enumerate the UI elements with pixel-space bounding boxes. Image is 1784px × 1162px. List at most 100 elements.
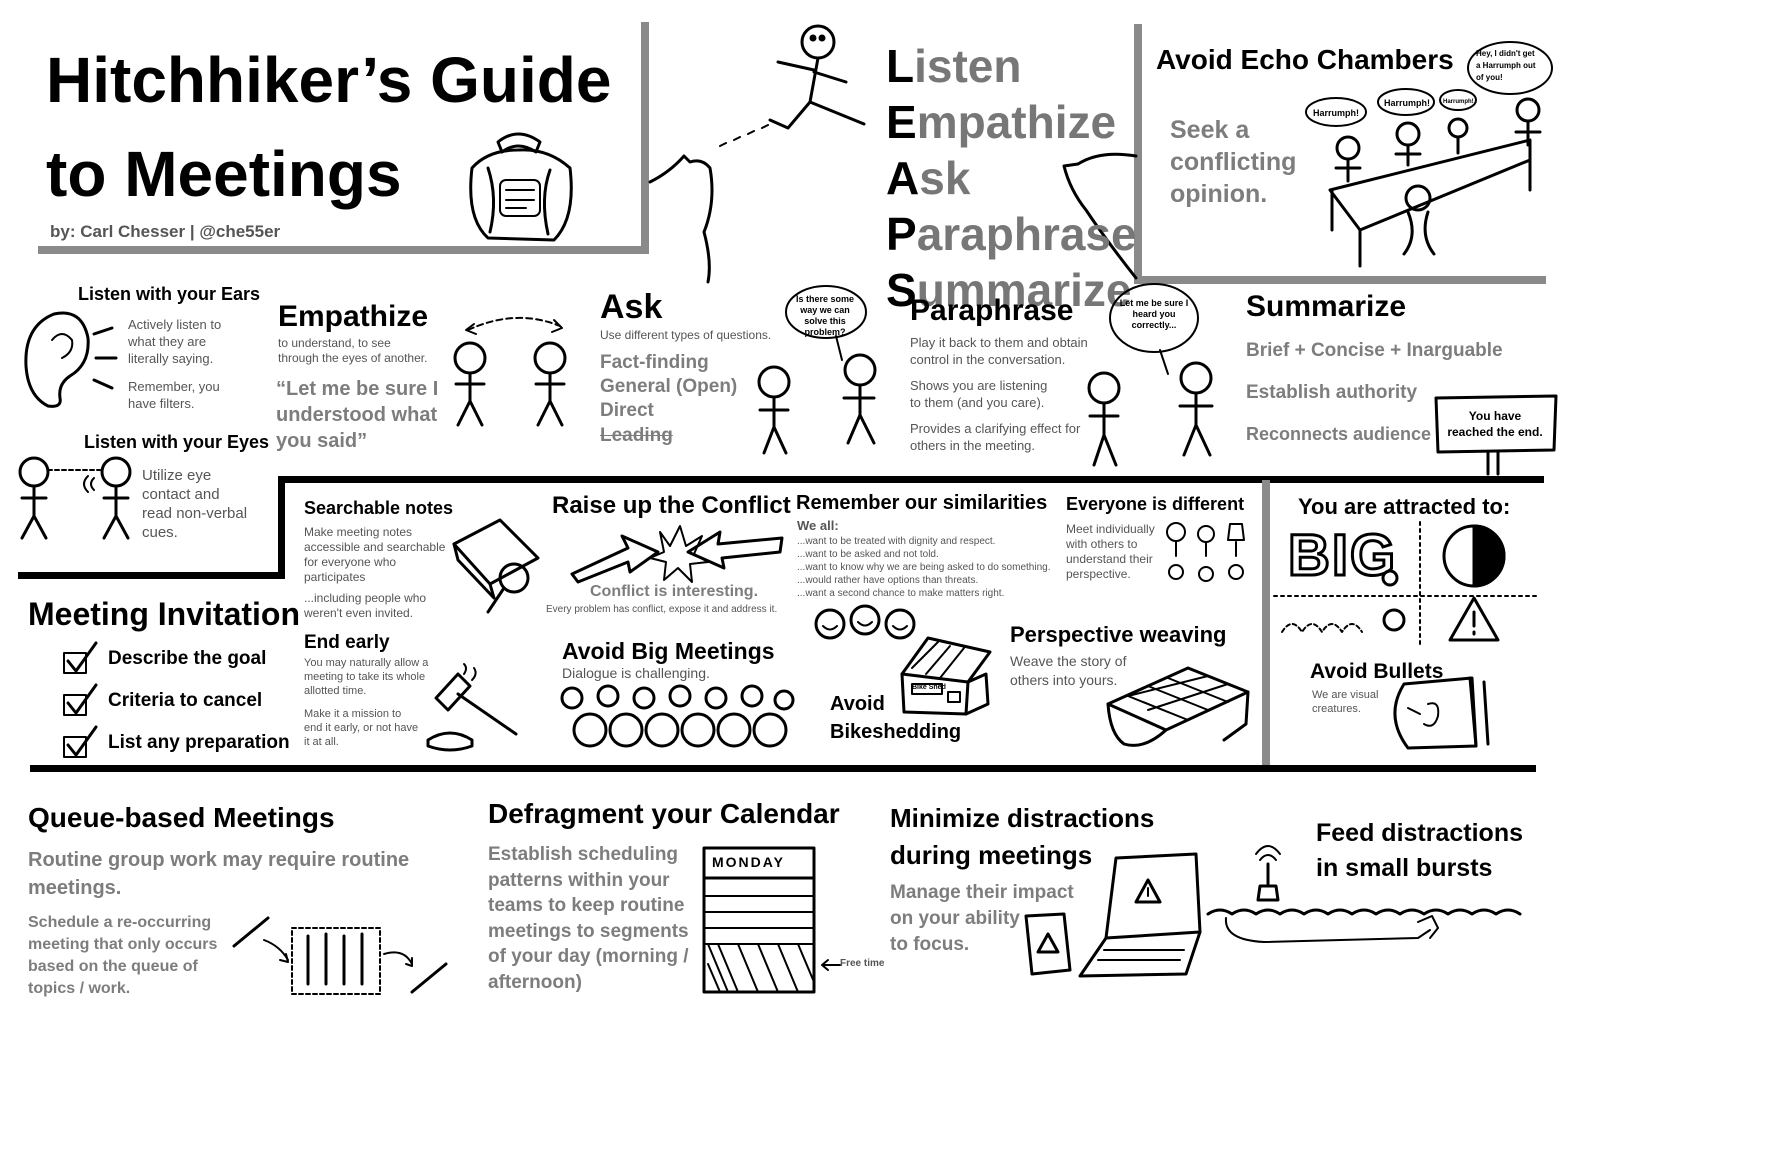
ask-title: Ask bbox=[600, 288, 663, 326]
jumping-stick-figure-icon bbox=[648, 24, 866, 284]
listen-eyes-text: Utilize eye contact and read non-verbal … bbox=[142, 467, 248, 541]
leaps-paraphrase: Paraphrase bbox=[886, 208, 1137, 260]
crowded-meeting-icon bbox=[560, 684, 795, 748]
ask-subtitle: Use different types of questions. bbox=[600, 328, 772, 342]
similarities-item-2: ...want to be asked and not told. bbox=[797, 549, 939, 560]
svg-text:of you!: of you! bbox=[1476, 73, 1503, 82]
empathize-title: Empathize bbox=[278, 300, 429, 333]
middle-step-vertical bbox=[278, 476, 285, 579]
big-lettering: BIG bbox=[1286, 522, 1398, 590]
ask-bubble-text: Is there some way we can solve this prob… bbox=[795, 294, 855, 337]
calendar-icon bbox=[702, 846, 816, 994]
invitation-item-cancel: Criteria to cancel bbox=[62, 680, 290, 722]
summarize-title: Summarize bbox=[1246, 290, 1407, 323]
checkmark-icon bbox=[63, 683, 98, 716]
backpack-icon bbox=[469, 132, 573, 242]
svg-text:Hey, I didn't get: Hey, I didn't get bbox=[1476, 49, 1535, 58]
invitation-checklist: Describe the goal Criteria to cancel Lis… bbox=[62, 638, 290, 764]
paraphrase-text3: Provides a clarifying effect for others … bbox=[910, 421, 1081, 453]
middle-top-rule bbox=[280, 476, 1544, 483]
different-title: Everyone is different bbox=[1066, 494, 1245, 514]
title-box-right-border bbox=[641, 22, 649, 254]
smiling-faces-icon bbox=[814, 604, 916, 640]
laptop-phone-icon bbox=[1024, 852, 1202, 978]
end-early-text2: Make it a mission to end it early, or no… bbox=[304, 708, 419, 748]
ask-item-leading: Leading bbox=[600, 425, 673, 446]
similarities-lead: We all: bbox=[797, 518, 839, 533]
checkmark-icon bbox=[63, 641, 98, 674]
attracted-title: You are attracted to: bbox=[1298, 494, 1511, 519]
bike-shed-sign: Bike Shed bbox=[912, 684, 946, 691]
leaps-listen: Listen bbox=[886, 40, 1022, 92]
paraphrase-title: Paraphrase bbox=[910, 294, 1074, 327]
defrag-text: Establish scheduling patterns within you… bbox=[488, 844, 689, 993]
svg-text:a Harrumph out: a Harrumph out bbox=[1476, 61, 1536, 70]
paraphrase-text2: Shows you are listening to them (and you… bbox=[910, 378, 1048, 410]
title-box-bottom-border bbox=[38, 246, 649, 254]
summarize-item-authority: Establish authority bbox=[1246, 382, 1418, 403]
ask-item-direct: Direct bbox=[600, 400, 654, 421]
queue-flow-icon bbox=[232, 916, 448, 995]
conflict-text2: Every problem has conflict, expose it an… bbox=[546, 604, 778, 615]
middle-left-rule bbox=[18, 572, 285, 579]
searchable-text2: ...including people who weren't even inv… bbox=[304, 591, 427, 620]
bullets-text: We are visual creatures. bbox=[1312, 689, 1379, 715]
svg-text:Harrumph!: Harrumph! bbox=[1443, 99, 1474, 105]
invitation-item-goal: Describe the goal bbox=[62, 638, 290, 680]
leaps-ask: Ask bbox=[886, 152, 971, 204]
echo-box-left-border bbox=[1134, 24, 1142, 280]
similarities-item-3: ...want to know why we are being asked t… bbox=[797, 562, 1051, 573]
queue-text1: Routine group work may require routine m… bbox=[28, 849, 410, 899]
paraphrase-text1: Play it back to them and obtain control … bbox=[910, 335, 1088, 367]
right-cliff-icon bbox=[1062, 152, 1138, 280]
page-title-line2: to Meetings bbox=[46, 138, 402, 210]
bullets-title: Avoid Bullets bbox=[1310, 660, 1444, 683]
free-time-arrow-icon bbox=[821, 959, 841, 971]
summarize-item-brief: Brief + Concise + Inarguable bbox=[1246, 340, 1503, 361]
conflict-text1: Conflict is interesting. bbox=[590, 583, 759, 600]
listen-ears-title: Listen with your Ears bbox=[78, 284, 261, 304]
minimize-text: Manage their impact on your ability to f… bbox=[890, 882, 1074, 955]
invitation-item-preparation: List any preparation bbox=[62, 722, 290, 764]
page-title-line1: Hitchhiker’s Guide bbox=[46, 44, 612, 116]
weaving-text: Weave the story of others into yours. bbox=[1010, 653, 1127, 688]
eye-contact-figures-icon bbox=[18, 456, 132, 540]
conflict-title: Raise up the Conflict bbox=[552, 492, 791, 519]
submarine-waves-icon bbox=[1206, 845, 1522, 943]
gavel-icon bbox=[426, 663, 518, 752]
listen-eyes-title: Listen with your Eyes bbox=[84, 432, 270, 452]
big-meetings-text: Dialogue is challenging. bbox=[562, 665, 710, 681]
different-text: Meet individually with others to underst… bbox=[1066, 522, 1155, 581]
minimize-title: Minimize distractions during meetings bbox=[890, 803, 1155, 870]
end-early-title: End early bbox=[304, 632, 390, 653]
paraphrase-bubble-text: Let me be sure I heard you correctly... bbox=[1119, 298, 1189, 330]
listen-ears-text2: Remember, you have filters. bbox=[128, 379, 220, 411]
free-time-label: Free time bbox=[840, 958, 885, 969]
queue-title: Queue-based Meetings bbox=[28, 802, 335, 833]
listen-ears-text1: Actively listen to what they are literal… bbox=[128, 317, 222, 366]
empathize-quote: “Let me be sure I understood what you sa… bbox=[276, 378, 439, 452]
ask-speech-figures-icon bbox=[757, 285, 877, 455]
quilt-icon bbox=[1106, 666, 1250, 747]
leaps-empathize: Empathize bbox=[886, 96, 1117, 148]
echo-text: Seek a conflicting opinion. bbox=[1170, 116, 1297, 208]
ask-item-fact: Fact-finding bbox=[600, 352, 709, 373]
svg-text:Harrumph!: Harrumph! bbox=[1313, 108, 1359, 118]
empathize-subtitle: to understand, to see through the eyes o… bbox=[278, 336, 428, 365]
echo-chamber-table-icon: Harrumph! Harrumph! Harrumph! Hey, I did… bbox=[1305, 41, 1553, 268]
paraphrase-speech-figures-icon bbox=[1087, 283, 1214, 467]
conflict-collision-icon bbox=[570, 525, 784, 584]
two-people-empathy-icon bbox=[453, 317, 567, 427]
defrag-title: Defragment your Calendar bbox=[488, 798, 840, 829]
bullet-icon bbox=[1393, 676, 1490, 750]
attracted-box-left-border bbox=[1262, 480, 1270, 766]
big-meetings-title: Avoid Big Meetings bbox=[562, 638, 775, 664]
svg-text:Harrumph!: Harrumph! bbox=[1384, 98, 1430, 108]
end-sign-text: You have reached the end. bbox=[1447, 409, 1543, 439]
invitation-title: Meeting Invitation bbox=[28, 596, 300, 632]
calendar-day-label: MONDAY bbox=[712, 854, 785, 870]
end-early-text1: You may naturally allow a meeting to tak… bbox=[304, 657, 429, 697]
similarities-item-5: ...want a second chance to make matters … bbox=[797, 588, 1005, 599]
similarities-item-4: ...would rather have options than threat… bbox=[797, 575, 979, 586]
ear-icon bbox=[24, 311, 118, 408]
